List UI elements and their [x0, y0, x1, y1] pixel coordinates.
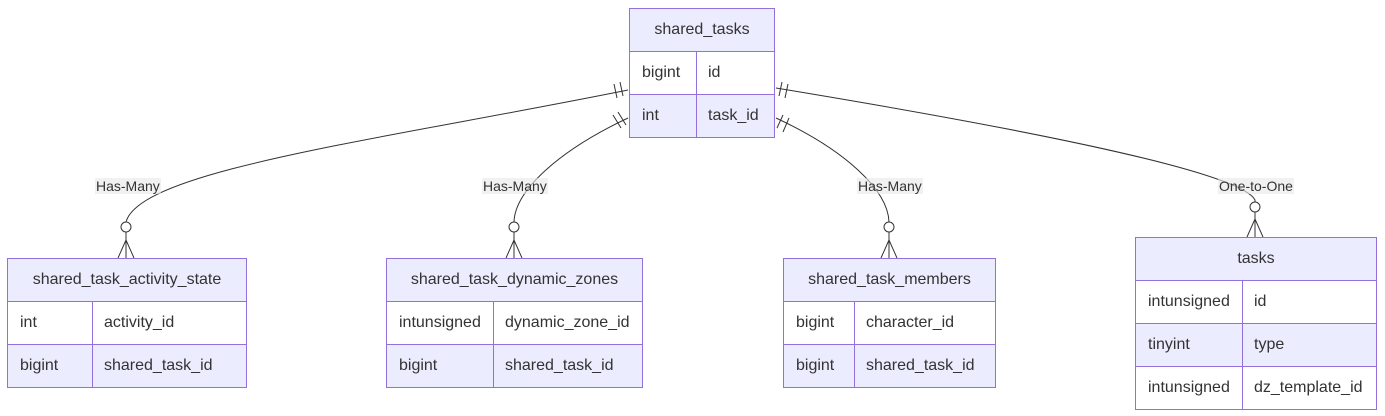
many-marker-activity-state	[117, 221, 135, 259]
attribute-name: id	[1254, 293, 1267, 310]
attribute-name: activity_id	[104, 314, 175, 331]
entity-shared-task-dynamic-zones: shared_task_dynamic_zones intunsigned dy…	[386, 258, 643, 388]
attribute-name: id	[708, 64, 721, 81]
attribute-row: bigint id	[630, 52, 774, 95]
one-marker-left-upper	[613, 81, 624, 99]
entity-title: shared_tasks	[630, 9, 774, 52]
entity-shared-task-activity-state: shared_task_activity_state int activity_…	[7, 258, 247, 388]
many-marker-members	[880, 221, 898, 259]
relationship-line-members	[775, 117, 890, 258]
entity-title: shared_task_dynamic_zones	[387, 259, 642, 302]
entity-tasks: tasks intunsigned id tinyint type intuns…	[1135, 237, 1377, 410]
attribute-type: intunsigned	[1136, 281, 1243, 323]
relationship-line-dynamic-zones	[513, 117, 629, 258]
one-marker-right-upper	[778, 81, 789, 99]
attribute-type: intunsigned	[1136, 367, 1243, 409]
attribute-row: intunsigned dz_template_id	[1136, 367, 1376, 409]
many-marker-tasks	[1246, 201, 1264, 238]
attribute-name: shared_task_id	[866, 357, 975, 374]
attribute-row: bigint character_id	[784, 302, 995, 345]
attribute-name: shared_task_id	[505, 357, 614, 374]
attribute-name: character_id	[866, 314, 955, 331]
entity-shared-task-members: shared_task_members bigint character_id …	[783, 258, 996, 388]
attribute-type: bigint	[8, 345, 93, 387]
attribute-type: int	[630, 95, 697, 137]
relationship-label-tasks: One-to-One	[1218, 178, 1294, 194]
relationship-label-activity-state: Has-Many	[95, 178, 161, 194]
attribute-row: bigint shared_task_id	[784, 345, 995, 387]
entity-title: shared_task_activity_state	[8, 259, 246, 302]
attribute-type: intunsigned	[387, 302, 494, 344]
entity-title: tasks	[1136, 238, 1376, 281]
attribute-name: dz_template_id	[1254, 379, 1363, 396]
relationship-label-members: Has-Many	[857, 178, 923, 194]
relationship-line-tasks	[775, 87, 1256, 237]
attribute-name: type	[1254, 336, 1285, 353]
attribute-row: int task_id	[630, 95, 774, 137]
many-marker-dynamic-zones	[505, 221, 523, 259]
one-marker-right-lower	[776, 114, 790, 133]
attribute-name: task_id	[708, 107, 759, 124]
attribute-row: intunsigned id	[1136, 281, 1376, 324]
attribute-name: dynamic_zone_id	[505, 314, 630, 331]
attribute-row: int activity_id	[8, 302, 246, 345]
attribute-row: tinyint type	[1136, 324, 1376, 367]
attribute-type: bigint	[784, 345, 855, 387]
attribute-type: bigint	[784, 302, 855, 344]
attribute-type: bigint	[387, 345, 494, 387]
one-marker-left-lower	[612, 111, 627, 129]
attribute-row: bigint shared_task_id	[8, 345, 246, 387]
attribute-name: shared_task_id	[104, 357, 213, 374]
attribute-row: intunsigned dynamic_zone_id	[387, 302, 642, 345]
entity-shared-tasks: shared_tasks bigint id int task_id	[629, 8, 775, 138]
entity-title: shared_task_members	[784, 259, 995, 302]
attribute-row: bigint shared_task_id	[387, 345, 642, 387]
relationship-label-dynamic-zones: Has-Many	[482, 178, 548, 194]
relationship-line-activity-state	[125, 89, 629, 258]
attribute-type: tinyint	[1136, 324, 1243, 366]
attribute-type: int	[8, 302, 93, 344]
attribute-type: bigint	[630, 52, 697, 94]
